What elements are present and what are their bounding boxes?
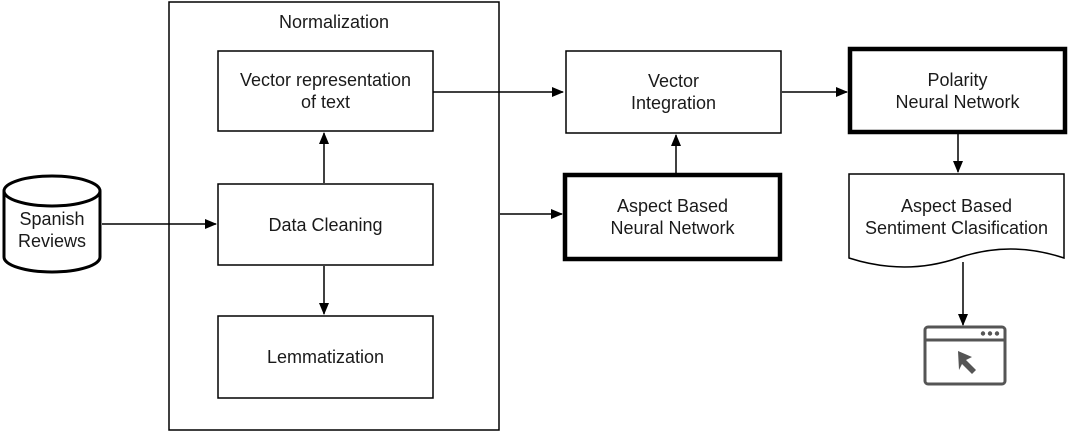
data-cleaning-box — [217, 183, 434, 266]
polarity-nn-line-2: Neural Network — [895, 91, 1020, 112]
aspect-based-nn-box — [562, 172, 783, 262]
browser-window-cursor-icon — [923, 325, 1007, 386]
vector-representation-line-2: of text — [300, 92, 350, 112]
vector-integration-line-1: Vector — [647, 71, 700, 91]
spanish-reviews-line-1: Spanish — [19, 209, 85, 229]
aspect-based-nn-label: Aspect Based Neural Network — [565, 175, 780, 259]
lemmatization-label: Lemmatization — [266, 347, 385, 367]
lemmatization-box — [217, 315, 434, 399]
vector-representation-label: Vector representation of text — [218, 51, 433, 131]
polarity-nn-box — [847, 46, 1068, 135]
sentiment-classification-line-2: Sentiment Clasification — [864, 218, 1049, 238]
polarity-nn-label: Polarity Neural Network — [850, 49, 1065, 132]
data-cleaning-label: Data Cleaning — [268, 214, 383, 235]
aspect-based-nn-line-2: Neural Network — [610, 218, 735, 238]
spanish-reviews-line-2: Reviews — [17, 231, 87, 251]
vector-integration-line-2: Integration — [630, 93, 717, 113]
sentiment-classification-line-1: Aspect Based — [900, 196, 1013, 216]
vector-integration-label: Vector Integration — [566, 51, 781, 133]
vector-representation-box — [217, 50, 434, 132]
aspect-based-nn-line-1: Aspect Based — [616, 196, 729, 216]
spanish-reviews-label: Spanish Reviews — [4, 206, 100, 254]
normalization-title: Normalization — [278, 12, 390, 32]
spanish-reviews-database — [2, 174, 102, 274]
vector-representation-line-1: Vector representation — [239, 70, 412, 90]
sentiment-classification-label: Aspect Based Sentiment Clasification — [849, 190, 1064, 244]
vector-integration-box — [565, 50, 782, 134]
normalization-container — [168, 1, 500, 431]
polarity-nn-line-1: Polarity — [927, 69, 988, 90]
sentiment-classification-doc — [848, 173, 1065, 268]
